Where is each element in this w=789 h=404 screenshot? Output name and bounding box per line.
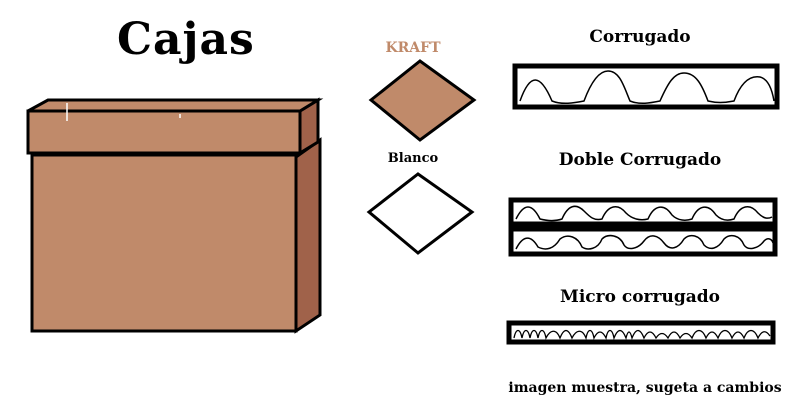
blanco-label: Blanco [387, 151, 439, 166]
box-lid-front [26, 109, 302, 155]
doble-corrugado-label: Doble Corrugado [558, 150, 722, 170]
corrugado-label: Corrugado [589, 27, 691, 47]
doble-corrugado-diagram [508, 197, 778, 257]
micro-corrugado-diagram [506, 320, 776, 345]
box-body-side [294, 137, 322, 334]
kraft-label: KRAFT [385, 40, 441, 56]
box-illustration [26, 97, 324, 334]
page-title: Cajas [117, 14, 255, 65]
corrugado-diagram [512, 63, 780, 110]
micro-corrugado-label: Micro corrugado [560, 287, 720, 307]
blanco-swatch [366, 172, 475, 255]
box-lid-top [27, 98, 324, 113]
box-body-front [30, 153, 298, 333]
kraft-swatch [368, 59, 477, 142]
disclaimer-footer: imagen muestra, sugeta a cambios [508, 380, 782, 396]
